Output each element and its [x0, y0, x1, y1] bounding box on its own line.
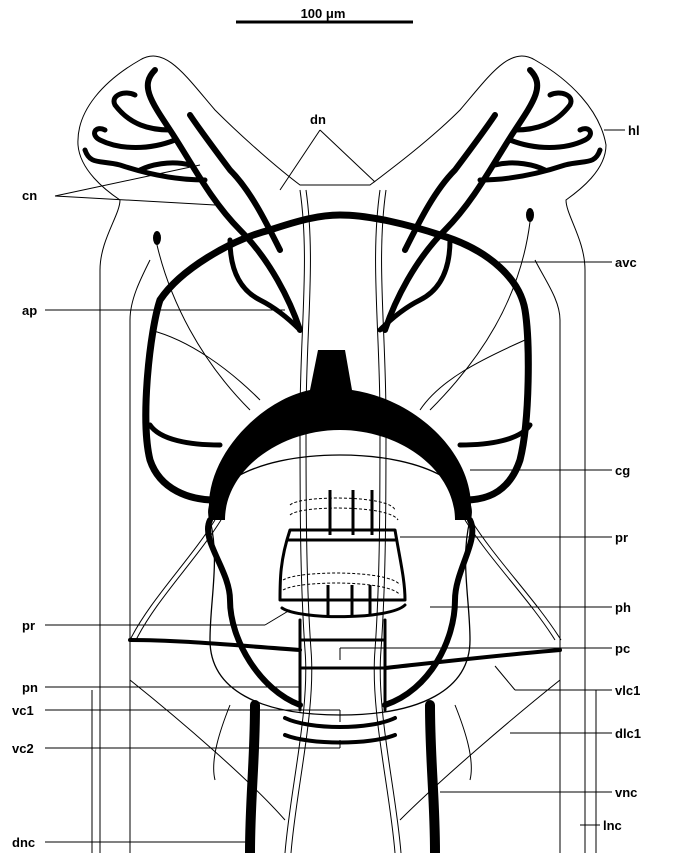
label-cn: cn: [22, 188, 37, 203]
label-dnc: dnc: [12, 835, 35, 850]
label-pr-right: pr: [615, 530, 628, 545]
label-vnc: vnc: [615, 785, 637, 800]
label-vc2: vc2: [12, 741, 34, 756]
longitudinal-nerves: [130, 190, 561, 853]
label-pn: pn: [22, 680, 38, 695]
cerebral-ganglion: [130, 215, 560, 743]
label-ph: ph: [615, 600, 631, 615]
label-cg: cg: [615, 463, 630, 478]
label-pc: pc: [615, 641, 630, 656]
label-hl: hl: [628, 123, 640, 138]
scale-bar: 100 μm: [236, 6, 413, 22]
label-vlc1: vlc1: [615, 683, 640, 698]
label-dlc1: dlc1: [615, 726, 641, 741]
label-ap: ap: [22, 303, 37, 318]
label-avc: avc: [615, 255, 637, 270]
label-vc1: vc1: [12, 703, 34, 718]
label-pr-left: pr: [22, 618, 35, 633]
labels: dn hl cn avc ap cg pr ph pr pc pn vlc1 v…: [12, 112, 641, 850]
label-leaders: [45, 130, 625, 842]
pharynx: [209, 455, 472, 715]
scale-bar-label: 100 μm: [301, 6, 346, 21]
label-lnc: lnc: [603, 818, 622, 833]
label-dn: dn: [310, 112, 326, 127]
